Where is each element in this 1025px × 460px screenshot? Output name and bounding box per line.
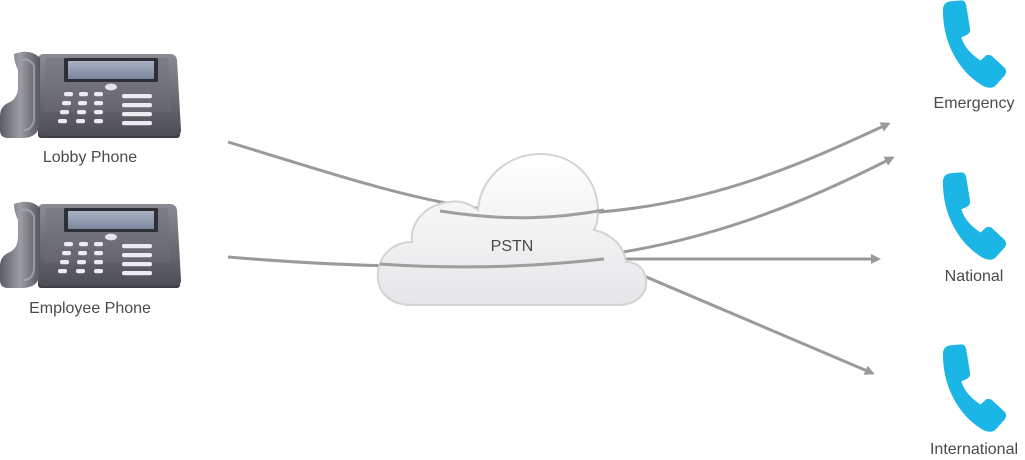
emergency-node: Emergency xyxy=(934,0,1015,112)
employee-phone-label: Employee Phone xyxy=(29,300,151,317)
arrow-employee-to-international xyxy=(603,257,875,375)
pstn-cloud-icon xyxy=(376,152,648,306)
national-label: National xyxy=(945,268,1004,285)
phone-handset-icon xyxy=(942,344,1007,432)
desk-phone-icon xyxy=(0,50,182,139)
phone-handset-icon xyxy=(942,0,1007,88)
emergency-label: Emergency xyxy=(934,95,1015,112)
lobby-phone-label: Lobby Phone xyxy=(43,149,137,166)
employee-phone-node: Employee Phone xyxy=(0,200,182,317)
phone-handset-icon xyxy=(942,172,1007,260)
desk-phone-icon xyxy=(0,200,182,289)
national-node: National xyxy=(942,172,1007,285)
pstn-label: PSTN xyxy=(491,238,534,255)
lobby-phone-node: Lobby Phone xyxy=(0,50,182,166)
international-node: International xyxy=(930,344,1018,458)
international-label: International xyxy=(930,441,1018,458)
